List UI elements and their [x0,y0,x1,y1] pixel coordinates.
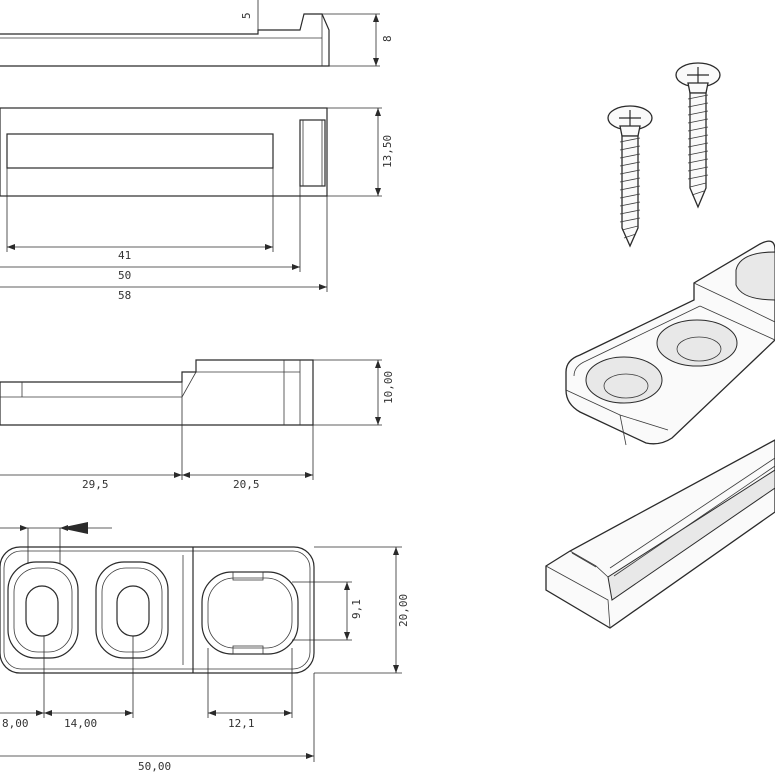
dim-41: 41 [118,249,131,262]
dim-5: 5 [240,12,253,19]
top-view: 5 8 [0,0,394,67]
dim-50-00: 50,00 [138,760,171,773]
dim-10-00: 10,00 [382,371,395,404]
dim-12-1: 12,1 [228,717,255,730]
screw-left [607,105,653,248]
side-view: 10,00 29,5 20,5 [0,359,395,491]
isometric-striker-block [565,240,775,446]
isometric-rail [545,439,775,629]
bottom-view: 20,00 9,1 8,00 14,00 12,1 50,00 [0,522,410,773]
screw-right [675,62,721,209]
dim-13-50: 13,50 [381,135,394,168]
dim-8: 8 [381,35,394,42]
dim-14-00: 14,00 [64,717,97,730]
dim-58: 58 [118,289,131,302]
plan-view: 13,50 41 50 58 [0,107,394,302]
dim-9-1: 9,1 [350,599,363,619]
dim-8-00: 8,00 [2,717,29,730]
dim-29-5: 29,5 [82,478,109,491]
dim-20-00: 20,00 [397,594,410,627]
dim-50: 50 [118,269,131,282]
dim-20-5: 20,5 [233,478,260,491]
